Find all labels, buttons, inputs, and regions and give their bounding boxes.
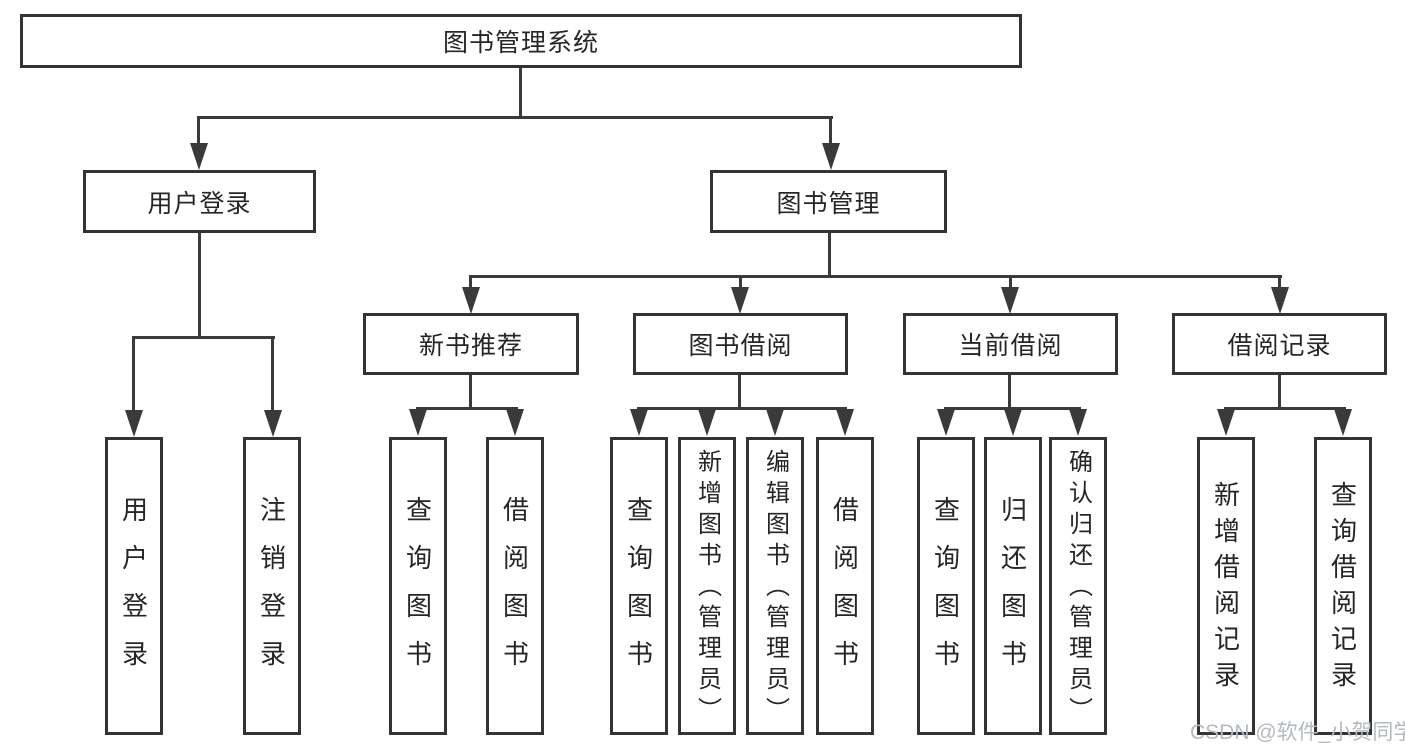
leaf-br-add-record: 新增借阅记录	[1197, 437, 1255, 735]
arrowhead-nb-borrow	[506, 409, 524, 436]
connector-bookmgmt-vertical	[828, 233, 831, 278]
arrowhead-cb-return	[1004, 409, 1022, 436]
connector-bookborrow-vertical	[738, 375, 741, 409]
leaf-br-query-record: 查询借阅记录	[1314, 437, 1372, 735]
leaf-bb-add-books-admin: 新增图书（管理员）	[678, 437, 736, 735]
node-borrowing-records: 借阅记录	[1172, 313, 1387, 375]
connector-stem-book-borrow	[739, 275, 742, 290]
connector-newbook-vertical	[469, 375, 472, 409]
connector-stem-borrow-records	[1278, 275, 1281, 290]
leaf-label: 注销登录	[256, 495, 287, 688]
node-label: 图书管理系统	[442, 29, 599, 57]
leaf-label: 新增图书（管理员）	[693, 448, 721, 728]
leaf-label: 查询图书	[402, 495, 433, 688]
arrowhead-bb-add	[698, 409, 716, 436]
arrowhead-br-query	[1334, 409, 1352, 436]
arrowhead-bb-borrow	[836, 409, 854, 436]
node-label: 当前借阅	[958, 332, 1063, 360]
leaf-label: 借阅图书	[499, 495, 530, 688]
node-label: 图书管理	[776, 189, 881, 218]
arrowhead-logout-leaf	[264, 410, 282, 437]
connector-root-horizontal	[197, 116, 833, 119]
arrowhead-book-borrow	[731, 287, 749, 314]
node-book-management: 图书管理	[710, 170, 947, 233]
connector-bookborrow-horizontal	[637, 407, 847, 410]
leaf-cb-return-books: 归还图书	[984, 437, 1042, 735]
connector-bookmgmt-horizontal	[469, 275, 1282, 278]
connector-currentborrow-horizontal	[944, 407, 1081, 410]
connector-stem-logout-leaf	[271, 336, 274, 412]
node-current-borrowing: 当前借阅	[903, 313, 1118, 375]
leaf-label: 用户登录	[118, 495, 149, 688]
node-book-borrowing: 图书借阅	[633, 313, 848, 375]
node-label: 用户登录	[147, 189, 252, 218]
leaf-label: 查询图书	[623, 495, 654, 688]
arrowhead-user-login	[190, 143, 208, 170]
leaf-cb-confirm-return-admin: 确认归还（管理员）	[1049, 437, 1107, 735]
leaf-label: 归还图书	[997, 495, 1028, 688]
connector-userlogin-vertical	[198, 233, 201, 337]
arrowhead-login-leaf	[125, 410, 143, 437]
leaf-user-login: 用户登录	[105, 437, 163, 735]
leaf-label: 查询图书	[930, 495, 961, 688]
leaf-nb-borrow-books: 借阅图书	[486, 437, 544, 735]
arrowhead-book-mgmt	[822, 143, 840, 170]
connector-root-vertical	[519, 68, 522, 118]
connector-newbook-horizontal	[416, 407, 518, 410]
arrowhead-new-book	[462, 287, 480, 314]
connector-stem-user-login	[197, 116, 200, 146]
connector-records-vertical	[1278, 375, 1281, 409]
leaf-label: 新增借阅记录	[1210, 480, 1241, 697]
arrowhead-bb-query	[630, 409, 648, 436]
node-label: 图书借阅	[688, 332, 793, 360]
leaf-label: 查询借阅记录	[1327, 480, 1358, 697]
leaf-label: 确认归还（管理员）	[1064, 448, 1092, 728]
node-new-book-recommend: 新书推荐	[363, 313, 579, 375]
arrowhead-nb-query	[409, 409, 427, 436]
connector-stem-book-mgmt	[829, 116, 832, 146]
node-label: 借阅记录	[1227, 332, 1332, 360]
leaf-label: 借阅图书	[829, 495, 860, 688]
arrowhead-bb-edit	[766, 409, 784, 436]
connector-stem-login-leaf	[132, 336, 135, 412]
leaf-cb-query-books: 查询图书	[917, 437, 975, 735]
leaf-bb-query-books: 查询图书	[610, 437, 668, 735]
arrowhead-cb-query	[937, 409, 955, 436]
connector-currentborrow-vertical	[1008, 375, 1011, 409]
node-label: 新书推荐	[418, 332, 523, 360]
leaf-bb-edit-books-admin: 编辑图书（管理员）	[746, 437, 804, 735]
csdn-watermark: CSDN @软件_小贺同学	[1190, 721, 1405, 744]
arrowhead-borrow-records	[1271, 287, 1289, 314]
leaf-label: 编辑图书（管理员）	[761, 448, 789, 728]
node-library-management-system: 图书管理系统	[20, 14, 1022, 68]
connector-stem-current-borrow	[1009, 275, 1012, 290]
arrowhead-br-add	[1217, 409, 1235, 436]
node-user-login: 用户登录	[83, 170, 316, 233]
arrowhead-cb-confirm	[1069, 409, 1087, 436]
connector-userlogin-horizontal	[132, 336, 275, 339]
leaf-nb-query-books: 查询图书	[389, 437, 447, 735]
arrowhead-current-borrow	[1001, 287, 1019, 314]
connector-stem-new-book	[469, 275, 472, 290]
leaf-logout: 注销登录	[243, 437, 301, 735]
leaf-bb-borrow-books: 借阅图书	[816, 437, 874, 735]
connector-records-horizontal	[1224, 407, 1346, 410]
